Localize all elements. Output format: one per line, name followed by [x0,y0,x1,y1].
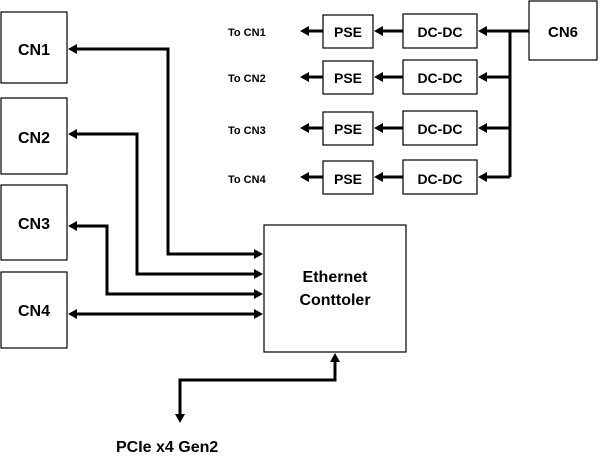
dcdc-3-label: DC-DC [417,121,462,137]
power-arrows [300,26,403,182]
pcie-link [175,353,340,423]
cn3-link [68,221,263,299]
cn6-block: CN6 [528,0,598,61]
cn4-block: CN4 [0,271,68,349]
power-row-1: To CN1 PSE DC-DC [228,13,478,49]
cn6-power-bus [478,26,529,182]
cn4-link [68,309,263,319]
cn2-label: CN2 [18,130,50,147]
pse-4-label: PSE [334,171,362,187]
dcdc-1-label: DC-DC [417,24,462,40]
pse-1-label: PSE [334,24,362,40]
pcie-label: PCIe x4 Gen2 [116,439,218,456]
pse-3-label: PSE [334,121,362,137]
cn3-block: CN3 [0,184,68,261]
cn4-label: CN4 [18,303,50,320]
to-cn3-label: To CN3 [228,125,266,137]
cn2-link [68,129,263,279]
ethernet-controller-label-line2: Conttoler [299,292,370,309]
cn1-block: CN1 [0,11,68,84]
cn1-link [68,44,263,259]
cn2-block: CN2 [0,97,68,175]
to-cn2-label: To CN2 [228,73,266,85]
power-row-4: To CN4 PSE DC-DC [228,159,478,195]
to-cn1-label: To CN1 [228,27,266,39]
power-row-2: To CN2 PSE DC-DC [228,59,478,95]
ethernet-controller-label-line1: Ethernet [303,269,369,286]
cn6-label: CN6 [548,24,578,41]
dcdc-2-label: DC-DC [417,70,462,86]
to-cn4-label: To CN4 [228,174,267,186]
cn3-label: CN3 [18,216,50,233]
dcdc-4-label: DC-DC [417,171,462,187]
power-row-3: To CN3 PSE DC-DC [228,110,478,146]
cn1-label: CN1 [18,42,50,59]
ethernet-controller-block: Ethernet Conttoler [263,224,407,353]
pse-2-label: PSE [334,70,362,86]
